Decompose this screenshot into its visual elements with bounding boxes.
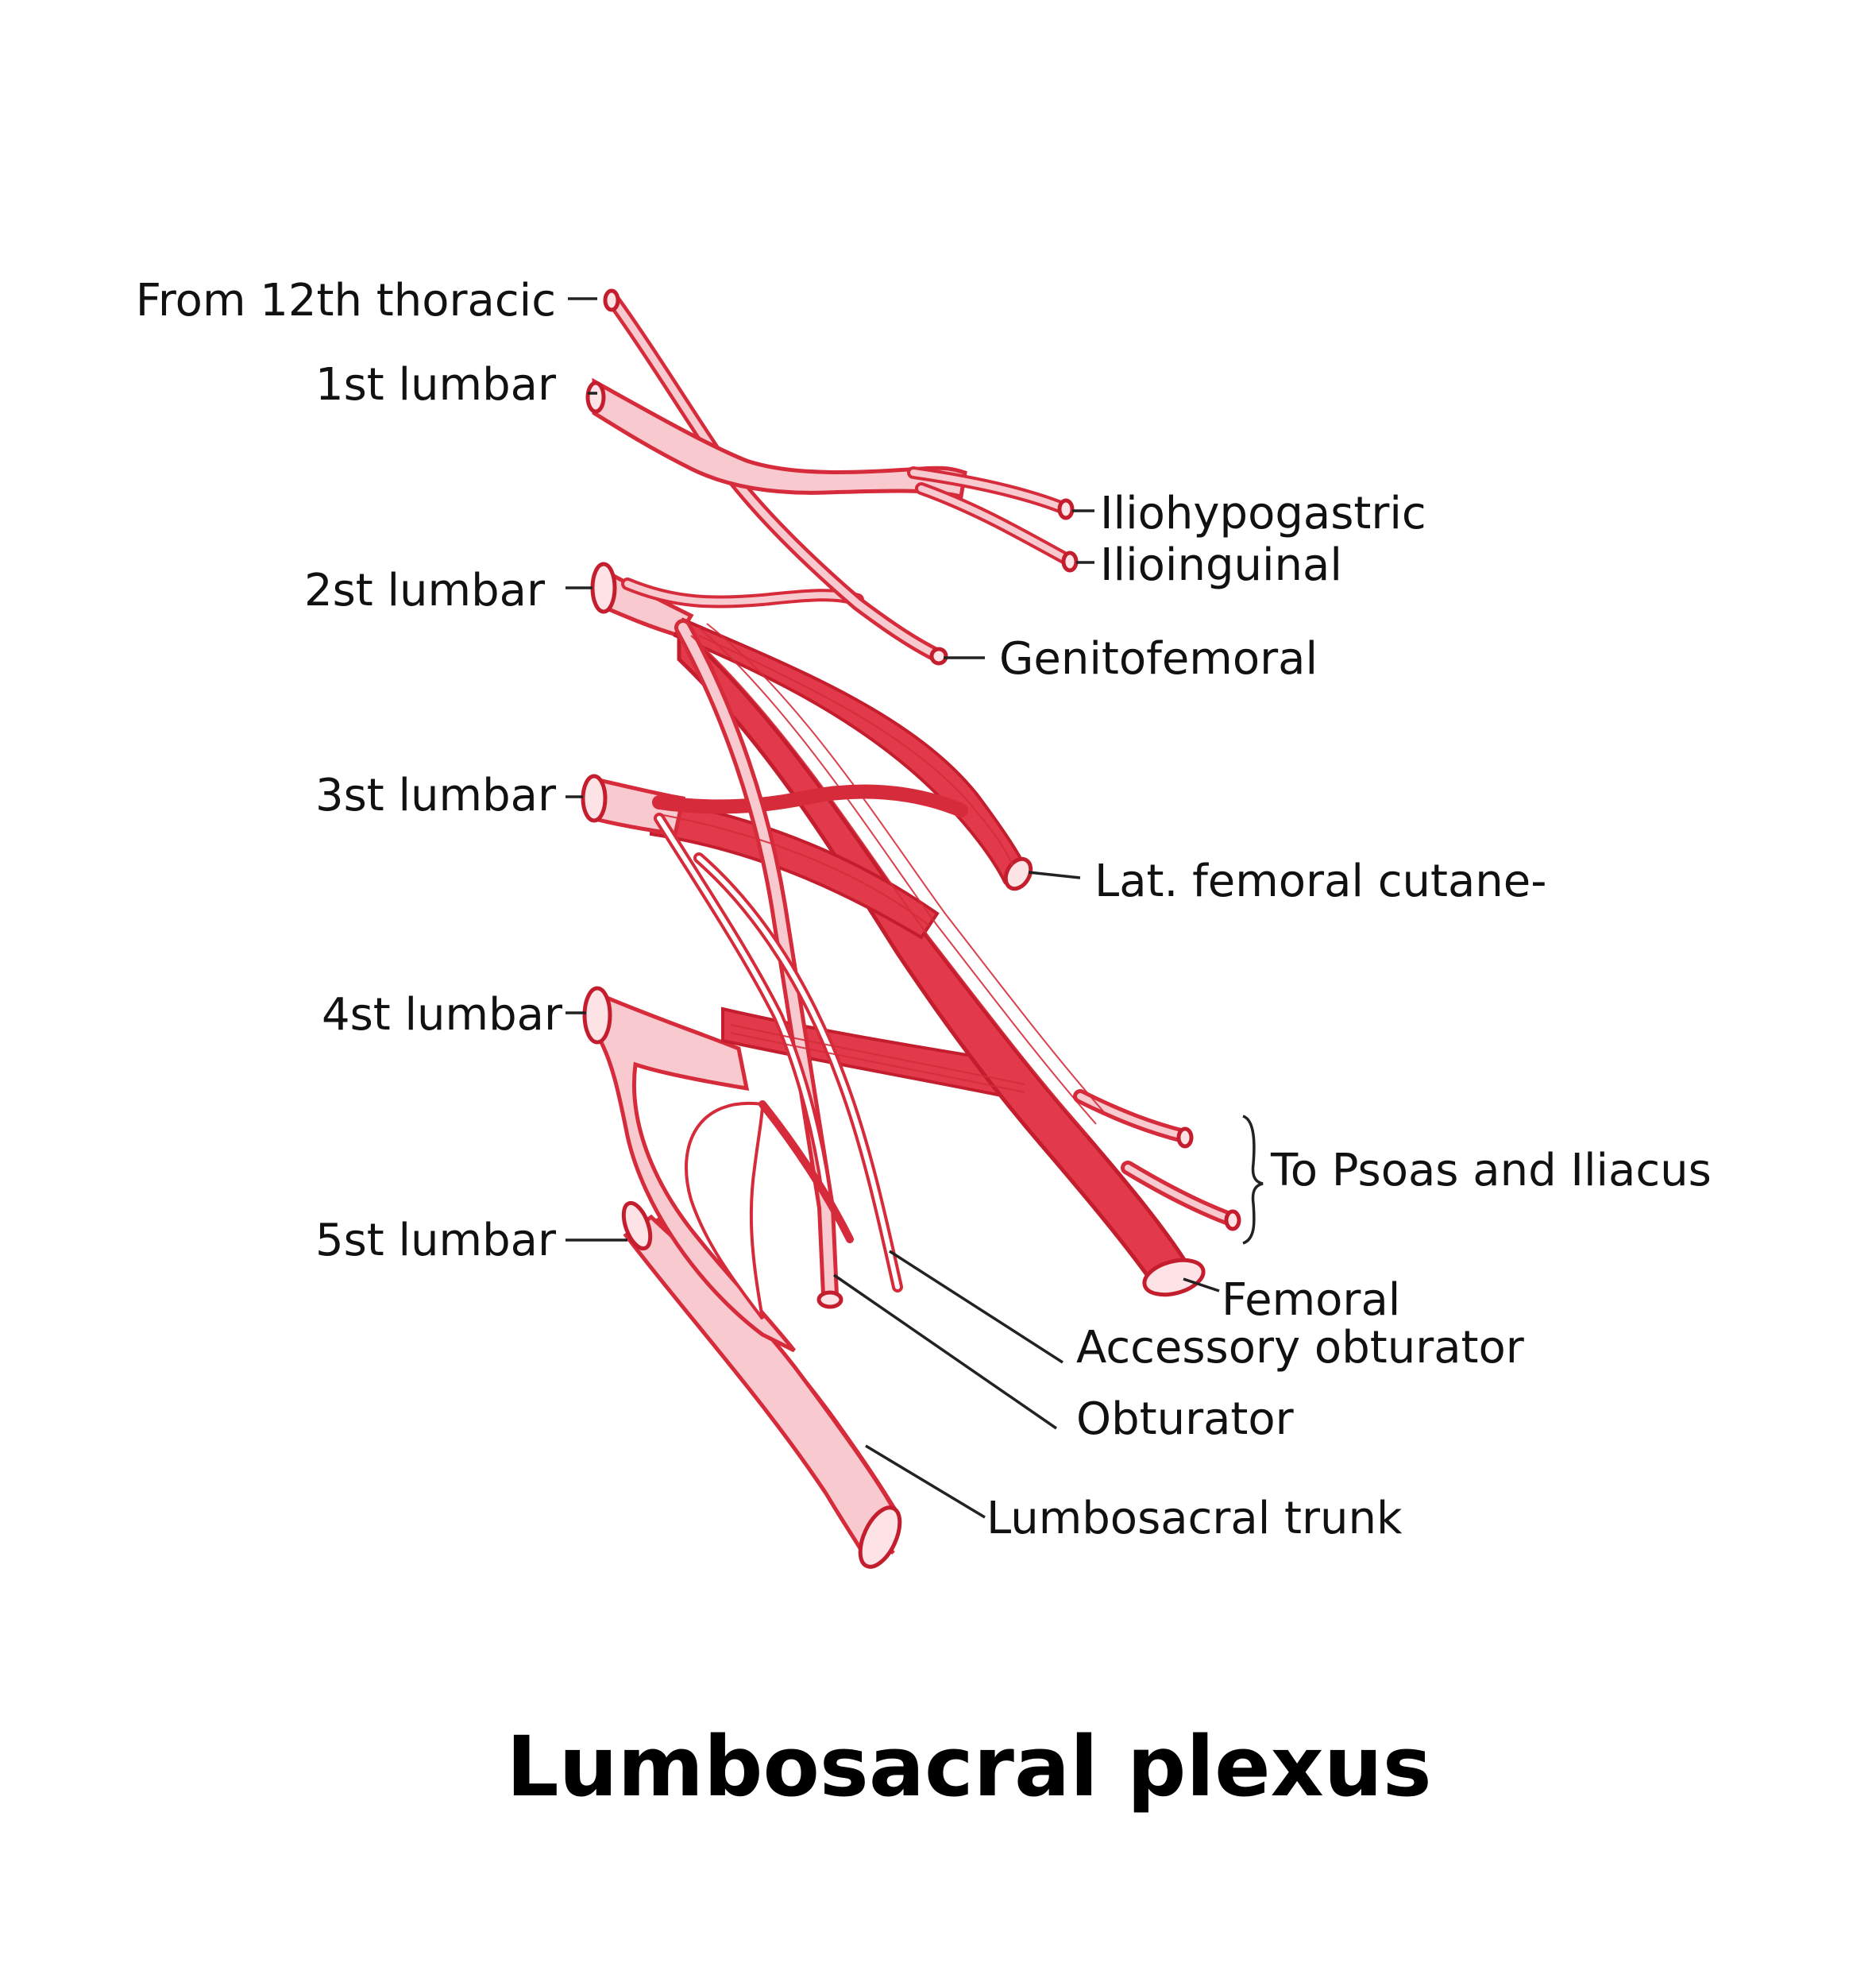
lat-femoral-cut [1003,856,1033,891]
fiber-texture [658,623,1105,1137]
label-accessory-obturator: Accessory obturator [1076,1322,1525,1374]
obturator-l3-branch-inner [657,816,828,1194]
diagram-title: Lumbosacral plexus [506,1718,1431,1815]
label-l2: 2st lumbar [304,565,546,616]
t12-cut [603,288,620,312]
l1-root-nerve [592,377,967,500]
l4-inner-loop [685,1101,765,1320]
labels: From 12th thoracic 1st lumbar 2st lumbar… [136,275,1712,1544]
label-t12: From 12th thoracic [136,275,556,326]
nerve-drawing [581,288,1241,1569]
label-lumbosacral-trunk: Lumbosacral trunk [986,1493,1403,1544]
label-l3: 3st lumbar [315,770,557,821]
label-genitofemoral: Genitofemoral [999,633,1318,685]
l1-root-cut [585,381,606,414]
femoral-cut [1142,1258,1206,1297]
femoral-nerve-trunk [677,623,1195,1290]
ilioinguinal-nerve-inner [918,485,1071,563]
t12-nerve-inner [608,294,941,659]
iliohypogastric-nerve-inner [910,469,1067,512]
label-iliohypogastric: Iliohypogastric [1100,488,1426,539]
psoas-upper-cut [1176,1126,1194,1149]
ilioinguinal-cut [1061,551,1079,573]
psoas-iliacus-branch-upper-inner [1077,1093,1187,1139]
accessory-obturator-nerve-inner [697,856,900,1289]
iliohypogastric-cut [1057,498,1075,520]
l4-root-cut [582,986,612,1045]
label-l5: 5st lumbar [315,1215,557,1266]
l3-root-cut [581,774,608,823]
accessory-obturator-l4-branch [759,1100,854,1243]
label-femoral: Femoral [1222,1274,1400,1326]
label-obturator: Obturator [1076,1393,1295,1445]
lumbosacral-trunk-body [623,1214,898,1563]
psoas-lower-cut [1224,1209,1241,1231]
label-ilioinguinal: Ilioinguinal [1100,539,1342,591]
label-l4: 4st lumbar [322,989,563,1041]
label-lat-femoral: Lat. femoral cutane- [1094,856,1546,907]
label-l1: 1st lumbar [315,359,557,411]
lumbosacral-trunk-cut [858,1505,902,1569]
l2-upper-branch-inner [624,581,861,605]
psoas-iliacus-branch-lower-inner [1125,1165,1234,1223]
label-psoas-iliacus: To Psoas and Iliacus [1270,1145,1712,1196]
l4-root-nerve [593,990,796,1353]
leader-lines [566,297,1264,1519]
l3-upper-branch [652,784,968,817]
l5-root-cut [621,1200,653,1251]
genitofemoral-cut [929,647,948,666]
l2-root-cut [590,562,617,614]
obturator-cut [816,1290,843,1309]
